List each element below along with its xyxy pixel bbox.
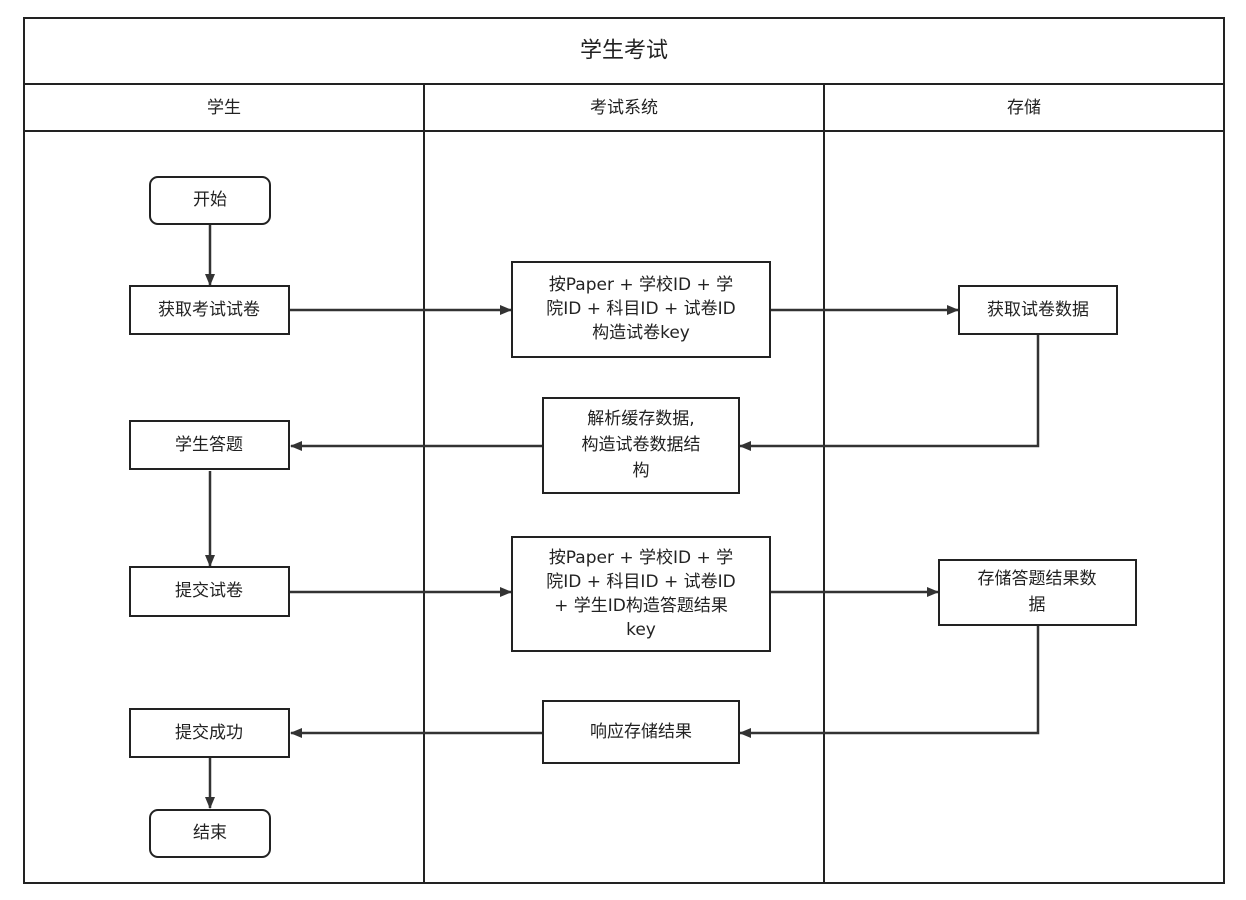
node-label-line: 响应存储结果 xyxy=(590,722,692,742)
pool-border xyxy=(23,17,1225,884)
node-label-line: 院ID + 科目ID + 试卷ID xyxy=(546,299,735,319)
node-label-line: 获取考试试卷 xyxy=(158,300,260,320)
store-answer-node xyxy=(938,559,1137,626)
node-label-line: 提交试卷 xyxy=(175,581,243,601)
node-label-line: 获取试卷数据 xyxy=(987,300,1089,320)
node-label-line: + 学生ID构造答题结果 xyxy=(554,596,728,616)
parse-cache-label: 解析缓存数据, 构造试卷数据结构 xyxy=(582,409,701,481)
build-key-node xyxy=(511,261,771,358)
lane-header-storage: 存储 xyxy=(1007,98,1041,118)
node-label-line: 据 xyxy=(1029,595,1046,615)
node-label-line: 解析缓存数据, xyxy=(587,409,694,429)
start-node xyxy=(149,176,271,225)
arrow-fetch-data-to-parse-cache xyxy=(739,335,1040,451)
fetch-data-node xyxy=(958,285,1118,335)
store-answer-label: 存储答题结果数据 xyxy=(978,569,1097,615)
parse-cache-node xyxy=(542,397,740,494)
node-shapes xyxy=(129,176,1137,858)
node-label-line: 开始 xyxy=(193,190,227,210)
submit-node xyxy=(129,566,290,617)
build-key-label: 按Paper + 学校ID + 学院ID + 科目ID + 试卷ID 构造试卷ke… xyxy=(546,275,735,343)
end-label: 结束 xyxy=(193,823,227,843)
submit-label: 提交试卷 xyxy=(175,581,243,601)
start-label: 开始 xyxy=(193,190,227,210)
answer-label: 学生答题 xyxy=(175,435,243,455)
build-answer-key-node xyxy=(511,536,771,652)
pool-title: 学生考试 xyxy=(580,39,668,64)
get-paper-label: 获取考试试卷 xyxy=(158,300,260,320)
node-label-line: 院ID + 科目ID + 试卷ID xyxy=(546,572,735,592)
build-answer-key-label: 按Paper + 学校ID + 学院ID + 科目ID + 试卷ID + 学生ID… xyxy=(546,548,735,640)
get-paper-node xyxy=(129,285,290,335)
node-label-line: 按Paper + 学校ID + 学 xyxy=(549,275,733,295)
respond-label: 响应存储结果 xyxy=(590,722,692,742)
submit-ok-node xyxy=(129,708,290,758)
node-label-line: 提交成功 xyxy=(175,723,243,743)
answer-node xyxy=(129,420,290,470)
arrow-store-to-respond xyxy=(739,625,1040,738)
connectors xyxy=(205,224,1040,809)
node-label-line: 构 xyxy=(633,461,650,481)
node-label-line: 构造试卷key xyxy=(592,323,690,343)
lane-header-exam-system: 考试系统 xyxy=(590,98,658,118)
lane-header-student: 学生 xyxy=(207,98,241,118)
node-labels: 开始 获取考试试卷 按Paper + 学校ID + 学院ID + 科目ID + … xyxy=(158,190,1097,843)
node-label-line: key xyxy=(626,620,656,640)
node-label-line: 结束 xyxy=(193,823,227,843)
node-label-line: 学生答题 xyxy=(175,435,243,455)
submit-ok-label: 提交成功 xyxy=(175,723,243,743)
node-label-line: 按Paper + 学校ID + 学 xyxy=(549,548,733,568)
fetch-data-label: 获取试卷数据 xyxy=(987,300,1089,320)
node-label-line: 存储答题结果数 xyxy=(978,569,1097,589)
respond-node xyxy=(542,700,740,764)
end-node xyxy=(149,809,271,858)
node-label-line: 构造试卷数据结 xyxy=(582,435,701,455)
pool-frame xyxy=(23,17,1225,884)
